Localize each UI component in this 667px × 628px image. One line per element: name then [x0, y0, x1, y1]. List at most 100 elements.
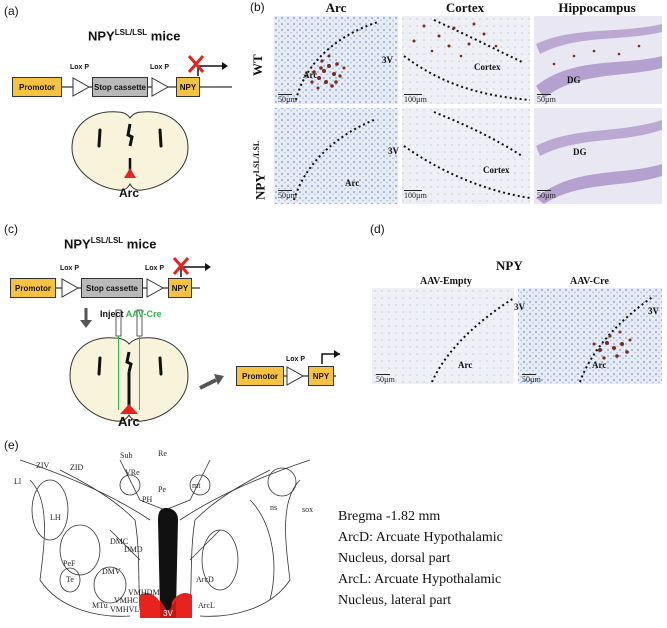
panel-a-title: NPYLSL/LSL mice [88, 28, 180, 43]
promotor-box-a: Promotor [12, 77, 62, 97]
inject-label: Inject AAV-Cre [100, 309, 162, 319]
svg-text:ZID: ZID [70, 463, 84, 472]
panel-d-micrographs [372, 288, 662, 384]
row-label-npy-main: NPY [252, 173, 268, 200]
result-npy-box: NPY [308, 366, 334, 386]
svg-text:LH: LH [50, 513, 61, 522]
arc-label-c: Arc [118, 414, 140, 429]
legend-arcl-desc: Nucleus, lateral part [338, 593, 452, 608]
tissue-label-cortex-ko: Cortex [483, 165, 510, 175]
tissue-label-3v-ko: 3V [388, 146, 399, 156]
row-label-npy-lsl: NPYLSL/LSL [252, 141, 268, 200]
arc-region-marker [124, 168, 136, 178]
panel-a-title-sup: LSL/LSL [114, 28, 148, 37]
svg-text:mt: mt [192, 481, 201, 490]
npy-box-a: NPY [176, 77, 200, 97]
panel-d-3v-right: 3V [648, 306, 659, 316]
arcd-marker [160, 600, 176, 618]
tile-ko-cortex [402, 108, 530, 204]
tile-ko-arc [274, 108, 398, 204]
tile-aav-empty [372, 288, 514, 384]
col-header-hippocampus: Hippocampus [558, 0, 636, 15]
scale-wt-hippo: 50µm [537, 95, 556, 104]
tissue-label-cortex-wt: Cortex [474, 62, 501, 72]
col-header-cortex: Cortex [445, 0, 485, 15]
arc-label-a: Arc [119, 186, 140, 200]
panel-c-label: (c) [4, 222, 18, 236]
svg-text:Ll: Ll [14, 477, 22, 486]
aav-cre-text: AAV-Cre [125, 309, 162, 319]
panel-c-title-main: NPY [64, 236, 91, 252]
svg-text:VRe: VRe [125, 468, 140, 477]
panel-e-label: (e) [4, 438, 19, 452]
tissue-label-dg-wt: DG [567, 75, 581, 85]
tissue-label-dg-ko: DG [573, 147, 587, 157]
legend-arcl: ArcL: Arcuate Hypothalamic [338, 572, 502, 587]
svg-text:DMV: DMV [102, 567, 121, 576]
loxp-label-c1: Lox P [60, 265, 80, 272]
scale-wt-arc: 50µm [278, 95, 297, 104]
panel-c-title-sup: LSL/LSL [90, 236, 124, 245]
tile-wt-cortex [402, 16, 530, 104]
promotor-box-c: Promotor [10, 278, 56, 298]
col-header-arc: Arc [325, 0, 347, 15]
panel-d-label: (d) [370, 222, 385, 236]
arcl-left-marker [140, 592, 162, 618]
panel-c-title-suffix: mice [123, 236, 157, 252]
panel-c-title: NPYLSL/LSL mice [64, 236, 156, 251]
panel-d-title: NPY [496, 258, 523, 273]
svg-text:DMC: DMC [110, 537, 128, 546]
npy-box-c: NPY [168, 278, 192, 298]
svg-text:VMHDM: VMHDM [128, 588, 160, 597]
panel-e-legend: Bregma -1.82 mm ArcD: Arcuate Hypothalam… [338, 506, 503, 611]
svg-text:PH: PH [142, 495, 152, 504]
panel-d-right-header: AAV-Cre [570, 276, 609, 287]
svg-text:MTu: MTu [92, 601, 108, 610]
svg-text:3V: 3V [163, 609, 173, 618]
loxp-label-a2: Lox P [150, 64, 170, 71]
row-label-wt: WT [250, 54, 265, 76]
third-ventricle-marker [158, 508, 178, 612]
panel-a-label: (a) [4, 4, 19, 18]
stop-cassette-box-c: Stop cassette [81, 278, 143, 298]
legend-bregma: Bregma -1.82 mm [338, 509, 441, 524]
loxp-triangle-2 [151, 77, 170, 97]
panel-c-construct-diagram [10, 257, 340, 422]
svg-text:ArcL: ArcL [198, 601, 215, 610]
svg-text:VMHVL: VMHVL [110, 605, 139, 614]
panel-d-arc-right: Arc [592, 360, 607, 370]
scale-wt-cortex: 100µm [404, 95, 427, 104]
loxp-label-c2: Lox P [145, 265, 165, 272]
panel-b-label: (b) [250, 0, 265, 14]
panel-d-scale-left: 50µm [376, 375, 395, 384]
scale-ko-cortex: 100µm [404, 191, 427, 200]
scale-ko-hippo: 50µm [537, 191, 556, 200]
scale-ko-arc: 50µm [278, 191, 297, 200]
svg-text:Re: Re [158, 449, 167, 458]
result-loxp-label: Lox P [286, 356, 306, 363]
loxp-label-a1: Lox P [70, 64, 90, 71]
tile-wt-arc [274, 16, 398, 104]
svg-text:DMD: DMD [124, 545, 143, 554]
panel-a-title-main: NPY [88, 28, 115, 44]
panel-a-title-suffix: mice [147, 28, 181, 44]
svg-text:sox: sox [302, 505, 313, 514]
result-promotor-box: Promotor [236, 366, 284, 386]
tissue-label-arc-wt: Arc [303, 70, 318, 80]
panel-d-arc-left: Arc [458, 360, 473, 370]
result-arrow-icon [214, 374, 224, 385]
loxp-triangle-1 [72, 77, 91, 97]
tile-aav-cre [518, 288, 662, 384]
panel-b-micrographs [274, 16, 662, 204]
svg-text:Te: Te [66, 575, 74, 584]
brain-section-icon [71, 111, 189, 191]
panel-d-left-header: AAV-Empty [420, 276, 472, 287]
legend-arcd-desc: Nucleus, dorsal part [338, 551, 451, 566]
panel-d-scale-right: 50µm [522, 375, 541, 384]
legend-arcd: ArcD: Arcuate Hypothalamic [338, 530, 503, 545]
svg-text:Sub: Sub [120, 451, 132, 460]
svg-text:ZIV: ZIV [36, 461, 50, 470]
tissue-label-3v-wt: 3V [382, 55, 393, 65]
svg-text:PeF: PeF [63, 559, 76, 568]
